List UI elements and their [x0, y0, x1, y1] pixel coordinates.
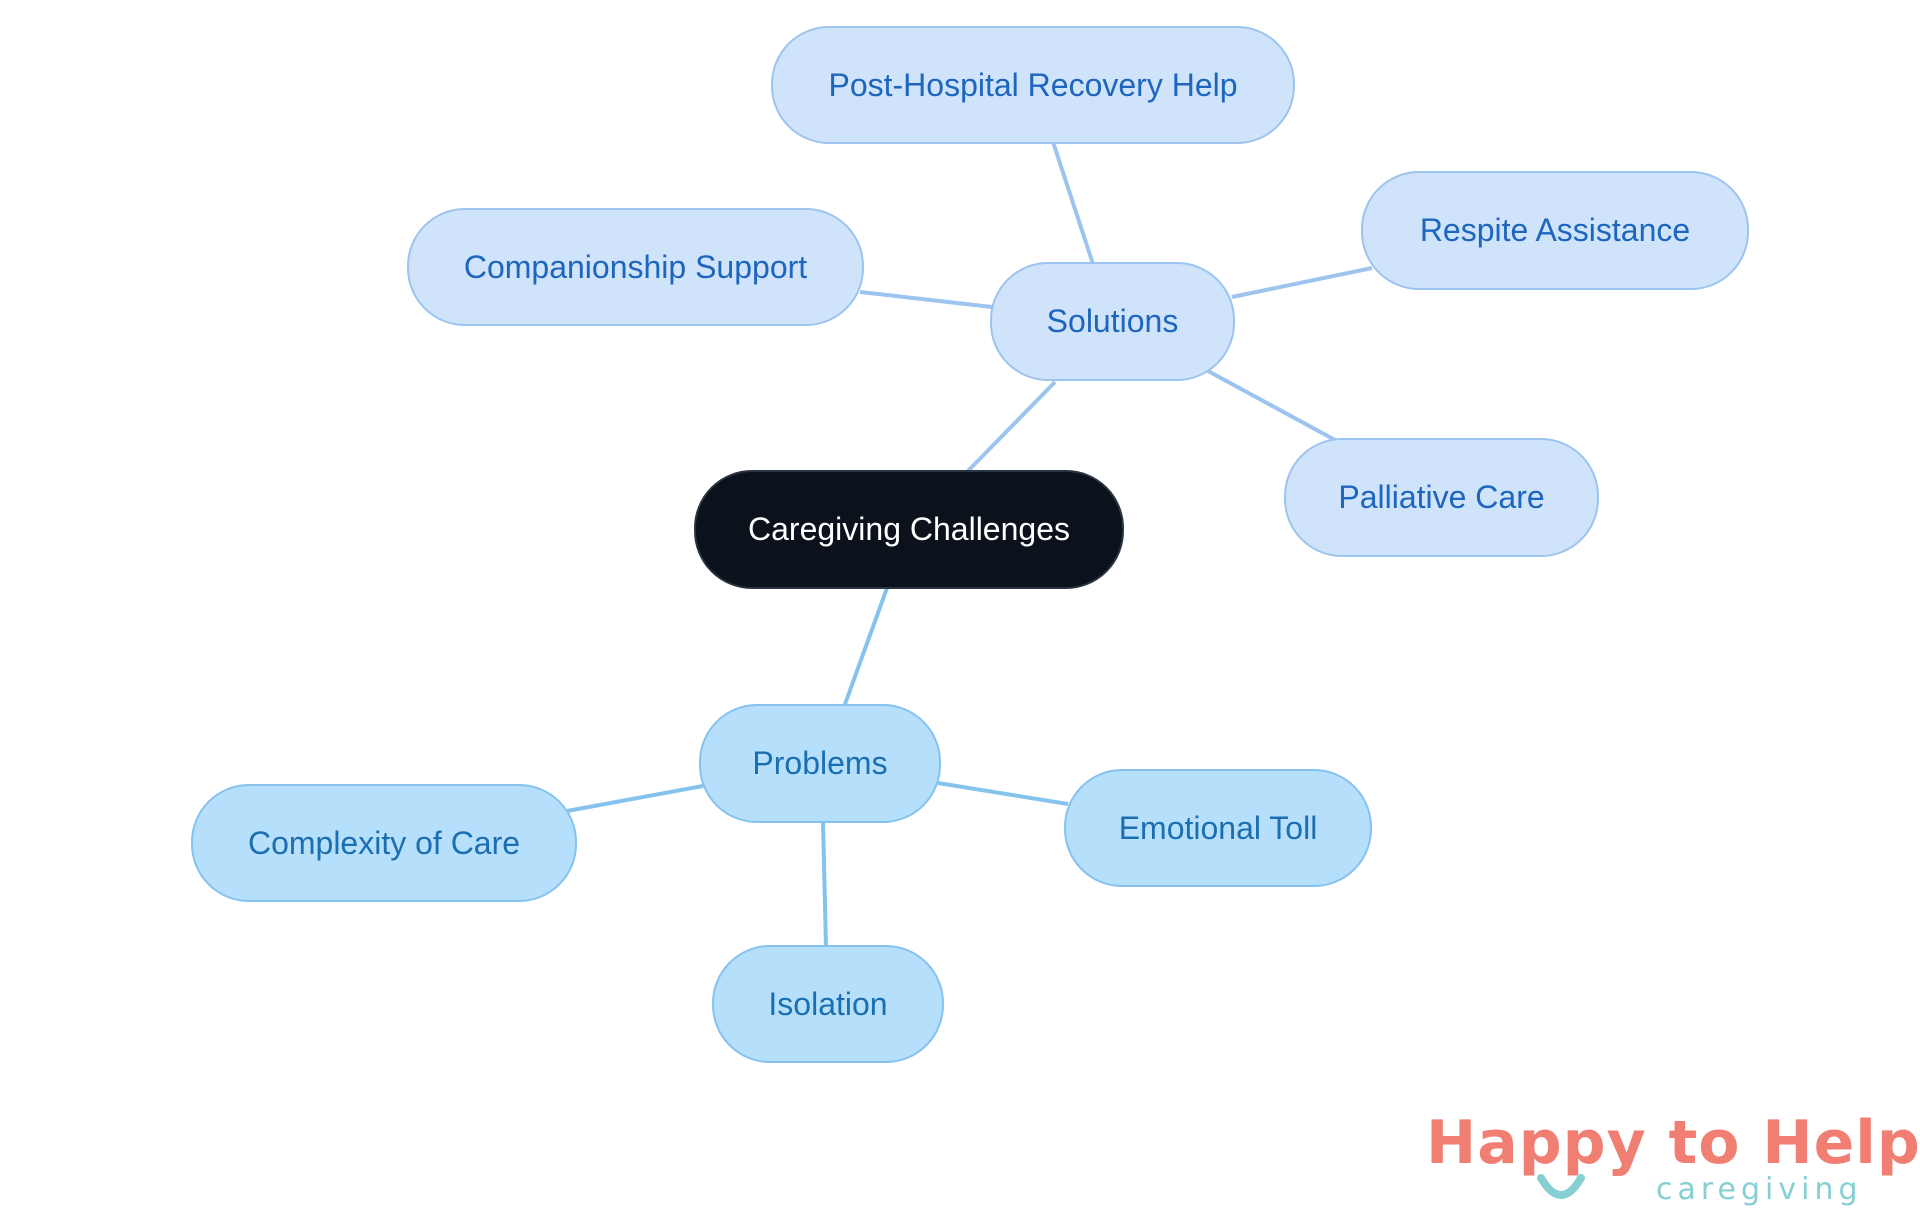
- edge-problems-emotional: [937, 781, 1069, 806]
- node-label: Companionship Support: [463, 248, 808, 285]
- node-emotional-toll: Emotional Toll: [1064, 769, 1372, 887]
- node-label: Problems: [752, 745, 888, 781]
- edge-solutions-post-hospital: [1051, 141, 1095, 265]
- brand-logo: Happy to Help caregiving: [1426, 1108, 1920, 1208]
- edge-solutions-companionship: [859, 290, 993, 309]
- edge-solutions-palliative: [1207, 369, 1336, 442]
- node-label: Complexity of Care: [247, 824, 521, 861]
- node-label: Caregiving Challenges: [748, 511, 1070, 547]
- edge-root-problems: [842, 587, 889, 708]
- edge-root-solutions: [965, 380, 1057, 474]
- edge-problems-complexity: [566, 784, 704, 813]
- node-respite-assistance: Respite Assistance: [1361, 171, 1749, 290]
- logo-tagline: caregiving: [1656, 1172, 1863, 1207]
- node-complexity-of-care: Complexity of Care: [191, 784, 577, 902]
- node-label: Solutions: [1046, 303, 1179, 339]
- node-caregiving-challenges: Caregiving Challenges: [694, 470, 1124, 589]
- node-palliative-care: Palliative Care: [1284, 438, 1599, 557]
- node-isolation: Isolation: [712, 945, 944, 1063]
- smile-icon: [1537, 1174, 1585, 1199]
- node-label: Palliative Care: [1338, 479, 1545, 515]
- node-post-hospital-recovery-help: Post-Hospital Recovery Help: [771, 26, 1295, 144]
- edge-solutions-respite: [1231, 266, 1373, 299]
- logo-wordmark: Happy to Help: [1426, 1108, 1920, 1178]
- node-label: Respite Assistance: [1419, 212, 1691, 248]
- node-label: Emotional Toll: [1118, 809, 1318, 846]
- edge-problems-isolation: [821, 821, 828, 948]
- node-label: Post-Hospital Recovery Help: [828, 66, 1238, 103]
- node-solutions: Solutions: [990, 262, 1235, 381]
- node-companionship-support: Companionship Support: [407, 208, 864, 326]
- node-problems: Problems: [699, 704, 941, 823]
- node-label: Isolation: [768, 985, 888, 1022]
